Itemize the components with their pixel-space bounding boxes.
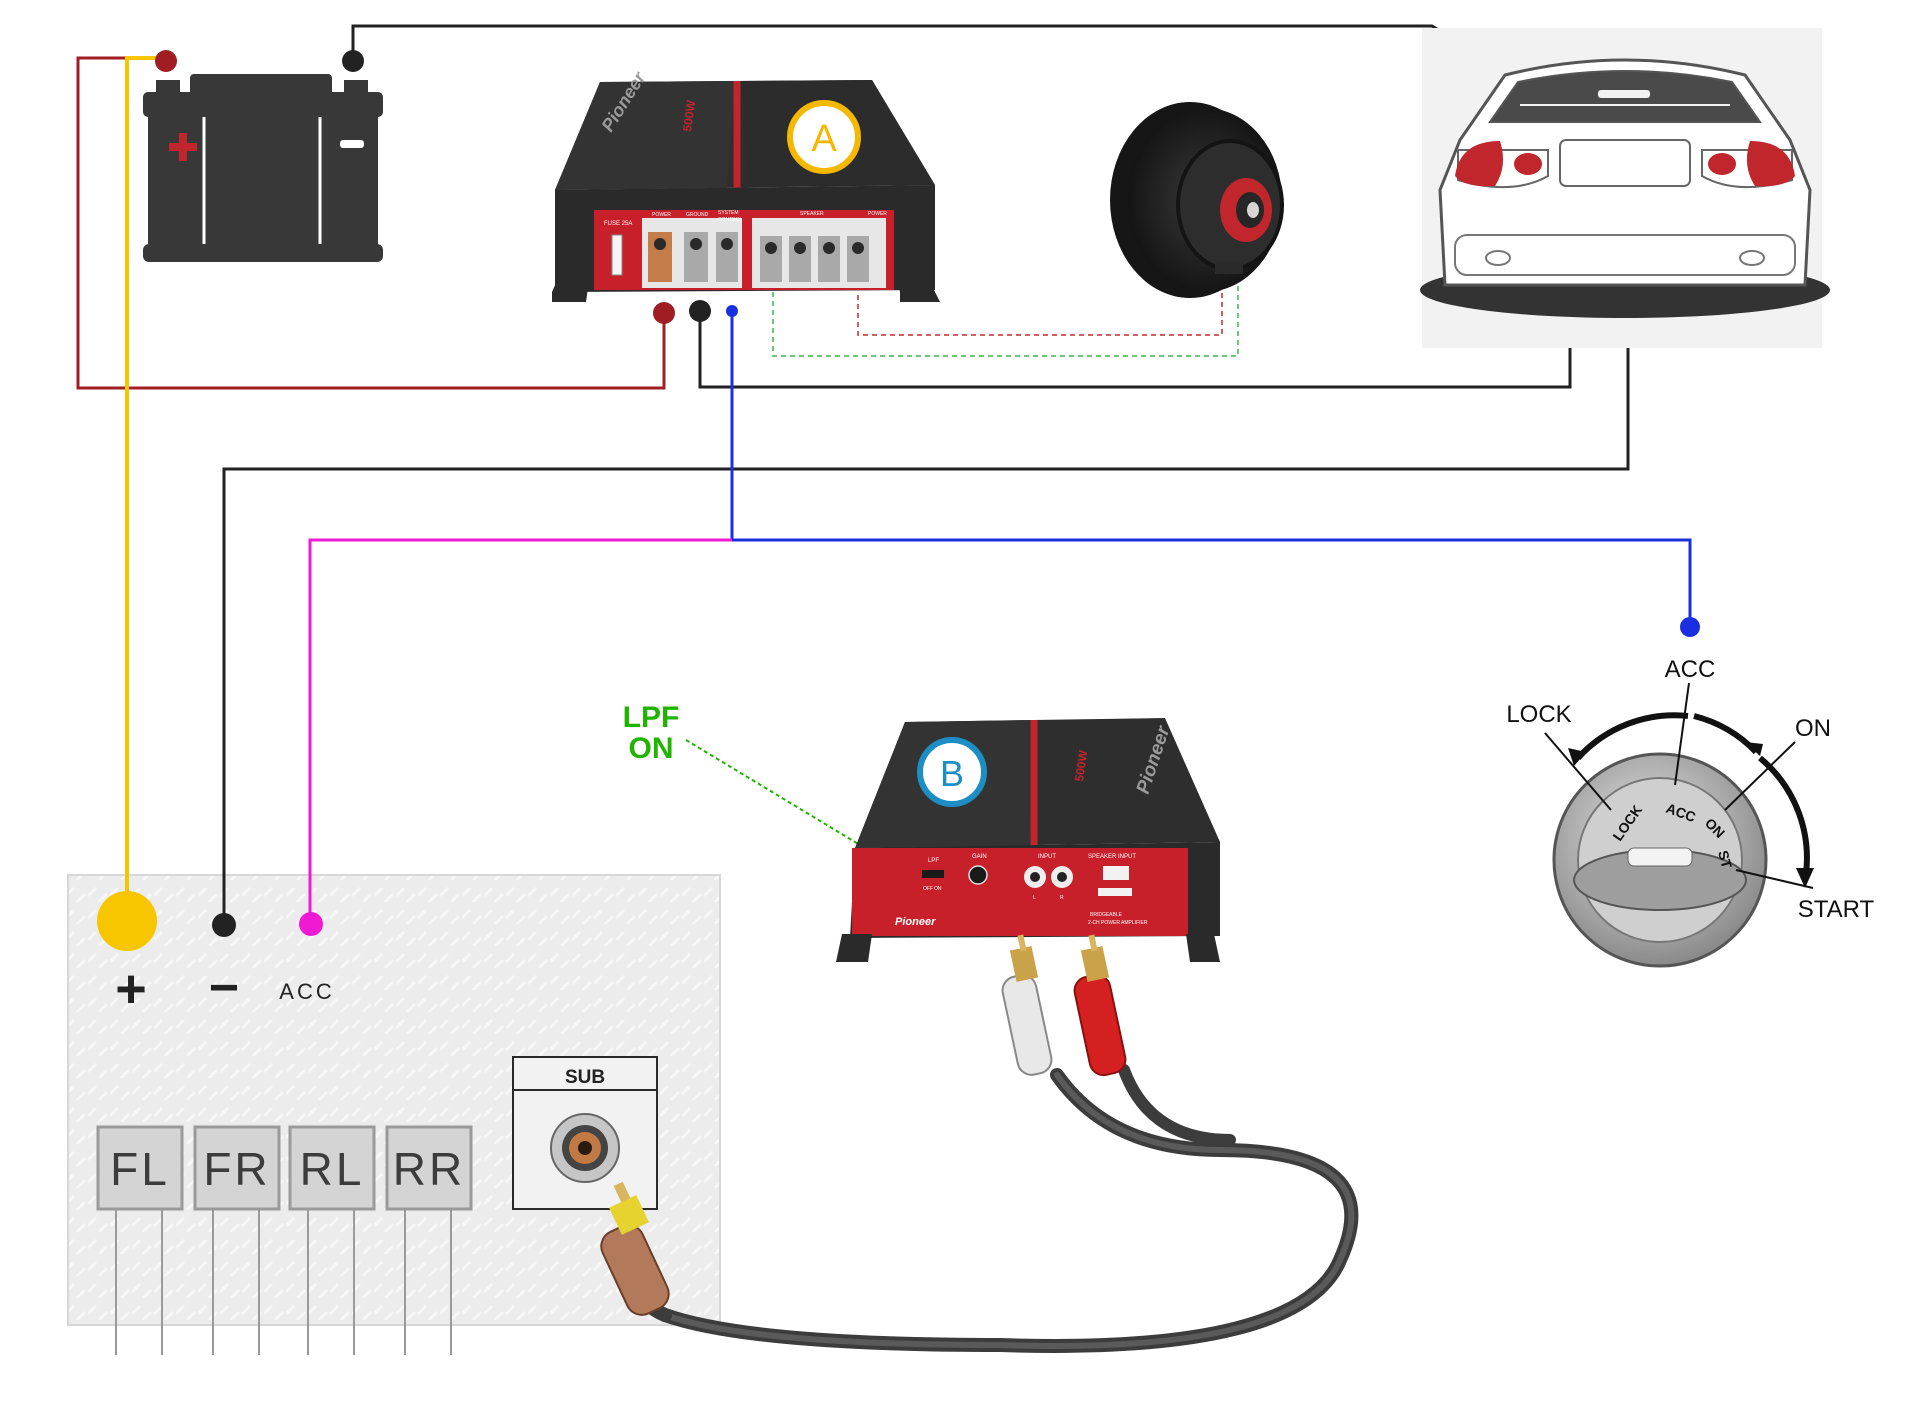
amp-a-term-control: CONTROL	[718, 217, 743, 223]
amp-b-model-2: 2-CH POWER AMPLIFIER	[1088, 920, 1148, 926]
amp-remote-dot	[726, 305, 738, 317]
amp-a-term-power: POWER	[652, 212, 671, 218]
amp-b-input-l: L	[1033, 895, 1036, 901]
amp-a-term-ground: GROUND	[686, 212, 709, 218]
amp-a-term-system: SYSTEM	[718, 210, 739, 216]
amplifier-b-icon: Pioneer 500W LPF OFF ON GAIN INPUT L R S…	[836, 718, 1220, 962]
amp-b-input-r: R	[1060, 895, 1064, 901]
amp-b-front-brand: Pioneer	[895, 916, 936, 928]
sub-label: SUB	[565, 1067, 605, 1088]
acc-label: ACC	[279, 979, 334, 1004]
amp-a-led-power: POWER	[868, 211, 887, 217]
output-box-rl: RL	[288, 1125, 376, 1211]
amp-b-lpf-on: ON	[934, 886, 942, 892]
lpf-callout-line1: LPF	[623, 701, 680, 734]
amp-b-lpf: LPF	[928, 858, 939, 864]
amp-power-dot	[653, 302, 675, 324]
ignition-switch-icon: LOCK ACC ON ST	[1544, 682, 1814, 968]
power-plus-label: +	[115, 959, 147, 1019]
rca-plug-sub	[600, 1181, 670, 1316]
ignition-on-label: ON	[1795, 715, 1831, 742]
rca-cable-icon	[630, 1064, 1359, 1353]
dial-st: ST	[1715, 849, 1735, 871]
wire-battery-ground	[351, 24, 1501, 70]
amp-a-badge: A	[811, 118, 837, 160]
ignition-acc-label: ACC	[1665, 656, 1716, 683]
output-leads	[115, 1209, 452, 1355]
battery-negative-dot	[342, 50, 364, 72]
wire-speaker-red	[857, 285, 1223, 336]
amplifier-a-icon: Pioneer 500W FUSE 25A POWER GROUND SYSTE…	[552, 68, 940, 302]
amp-b-model-1: BRIDGEABLE	[1090, 912, 1123, 918]
wire-acc	[308, 538, 732, 924]
headunit-acc-dot	[299, 912, 323, 936]
amp-b-rca-inputs	[1024, 866, 1073, 888]
amp-b-badge: B	[940, 753, 964, 794]
amp-a-term-speaker: SPEAKER	[800, 211, 824, 217]
amp-b-input: INPUT	[1038, 854, 1056, 860]
sub-output-box: SUB	[512, 1056, 658, 1210]
subwoofer-icon	[1110, 102, 1284, 298]
lpf-callout-line2: ON	[629, 732, 674, 765]
sub-rca-jack-icon	[550, 1113, 620, 1183]
wire-speaker-green	[772, 285, 1239, 357]
amp-b-lpf-off: OFF	[923, 886, 933, 892]
ground-minus-label: −	[209, 959, 239, 1017]
output-label-rr: RR	[393, 1143, 465, 1195]
amp-a-fuse: FUSE 25A	[604, 221, 632, 227]
output-box-fl: FL	[96, 1125, 184, 1211]
wire-yellow-constant	[125, 56, 163, 920]
battery-positive-dot	[155, 50, 177, 72]
car-rear-icon	[1420, 28, 1830, 348]
amp-b-gain: GAIN	[972, 854, 987, 860]
output-label-fl: FL	[110, 1143, 170, 1195]
amp-a-screw-terminals	[648, 232, 869, 282]
output-box-fr: FR	[193, 1125, 281, 1211]
output-label-fr: FR	[203, 1143, 270, 1195]
wire-remote	[730, 311, 1692, 627]
ignition-lock-label: LOCK	[1506, 701, 1571, 728]
rca-plug-red	[1073, 934, 1127, 1077]
ignition-acc-dot	[1680, 617, 1700, 637]
head-unit: FL FR RL RR SUB	[67, 874, 721, 1355]
battery-icon	[143, 74, 383, 262]
output-label-rl: RL	[300, 1143, 365, 1195]
headunit-yellow-dot	[97, 891, 157, 951]
output-box-rr: RR	[385, 1125, 473, 1211]
amp-b-rating: 500W	[1072, 749, 1090, 783]
headunit-ground-dot	[212, 913, 236, 937]
amp-ground-dot	[689, 300, 711, 322]
lpf-on-callout: LPF ON	[623, 701, 680, 765]
wire-battery-positive	[76, 56, 666, 390]
rca-plug-white	[1001, 934, 1053, 1076]
amp-a-rating: 500W	[680, 99, 698, 133]
amp-b-speaker-input: SPEAKER INPUT	[1088, 854, 1136, 860]
ignition-start-label: START	[1798, 896, 1875, 923]
